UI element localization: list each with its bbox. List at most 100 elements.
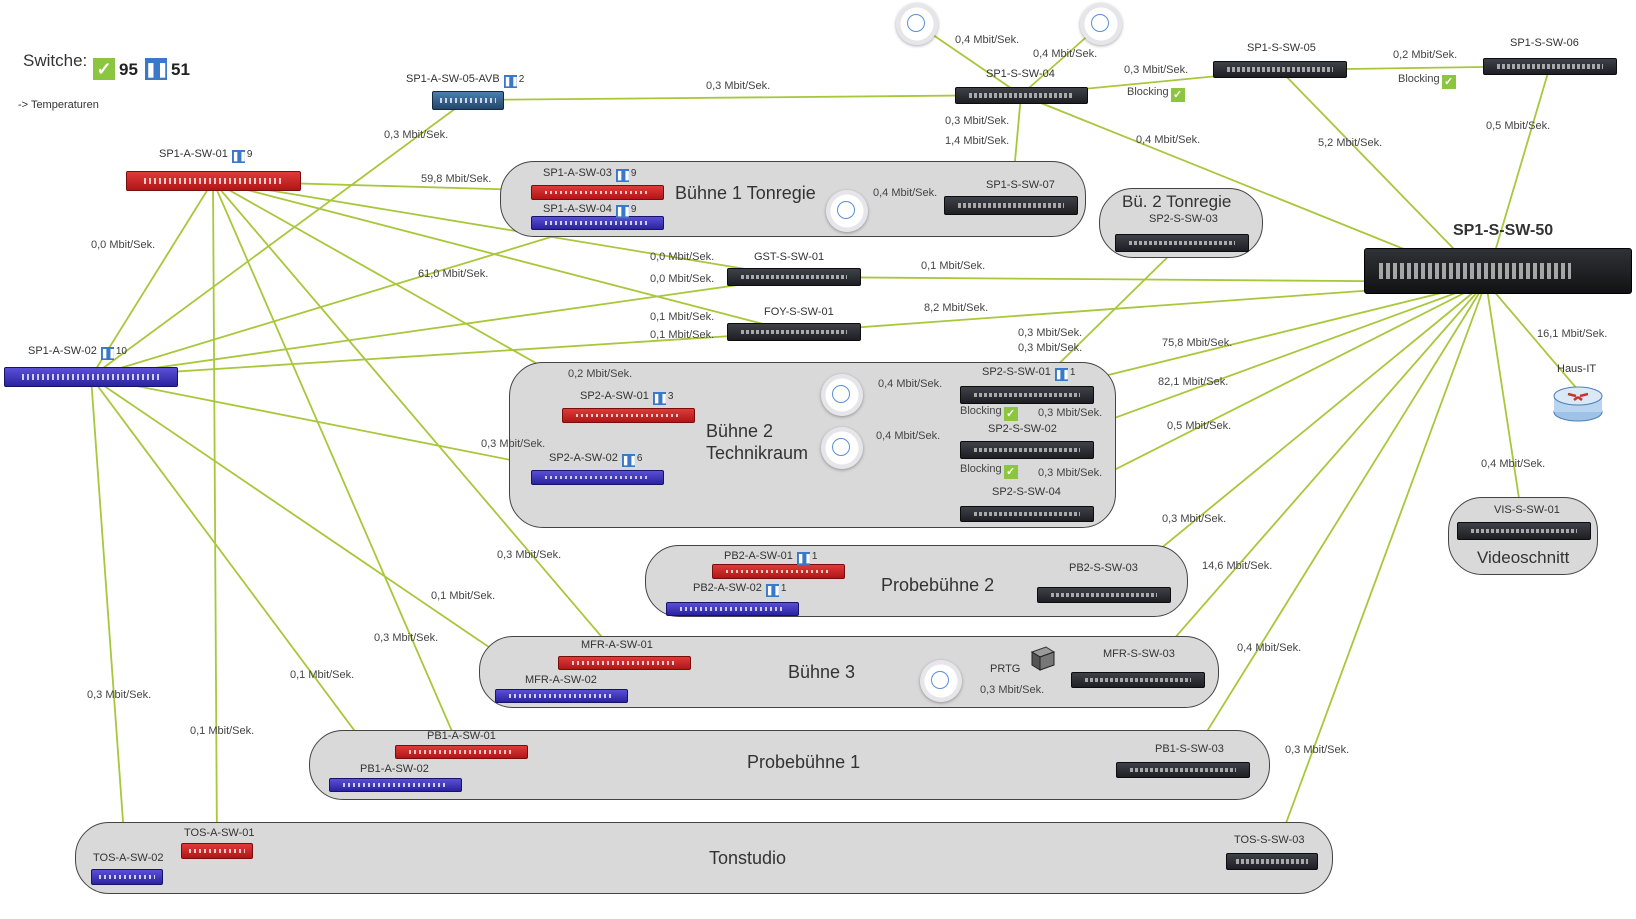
paused-icon: ❚❚ <box>615 169 631 182</box>
network-link[interactable] <box>90 276 795 378</box>
switch-device-icon[interactable] <box>1071 672 1205 688</box>
switch-device-icon[interactable] <box>1116 762 1250 778</box>
network-link[interactable] <box>212 180 625 664</box>
network-link[interactable] <box>1103 281 1487 596</box>
group-title: Bühne 2 Technikraum <box>706 421 809 463</box>
link-speed-label: 0,3 Mbit/Sek. <box>706 80 771 92</box>
device-label: SP2-A-SW-02❚❚6 <box>549 452 643 467</box>
link-speed-label: 0,3 Mbit/Sek. <box>945 115 1010 127</box>
device-label: PRTG <box>990 663 1021 675</box>
network-link[interactable] <box>1137 281 1487 681</box>
device-label: SP1-S-SW-07 <box>986 179 1055 191</box>
link-speed-label: 0,3 Mbit/Sek. <box>384 129 449 141</box>
group-title: Bühne 3 <box>788 662 856 682</box>
access-point-icon[interactable] <box>826 190 868 232</box>
network-link[interactable] <box>1182 281 1487 771</box>
switch-device-icon[interactable] <box>960 386 1094 404</box>
switch-device-icon[interactable] <box>1226 853 1318 870</box>
network-link[interactable] <box>90 331 795 378</box>
device-label: PB2-A-SW-01❚❚1 <box>724 550 818 565</box>
network-link[interactable] <box>1485 281 1525 532</box>
device-label: GST-S-SW-01 <box>754 251 825 263</box>
network-link[interactable] <box>212 180 795 333</box>
network-link[interactable] <box>466 94 1022 101</box>
network-link[interactable] <box>90 376 128 878</box>
temperature-link[interactable]: -> Temperaturen <box>18 99 99 111</box>
switch-device-icon[interactable] <box>126 171 301 191</box>
group-title: Tonstudio <box>709 848 787 868</box>
paused-icon: ❚❚ <box>765 584 781 597</box>
switch-device-icon[interactable] <box>562 408 695 423</box>
status-paused-icon: ❚❚ <box>145 58 168 80</box>
link-speed-label: 75,8 Mbit/Sek. <box>1162 337 1233 349</box>
access-point-icon[interactable] <box>821 427 863 469</box>
link-speed-label: 0,4 Mbit/Sek. <box>873 187 938 199</box>
network-link[interactable] <box>212 180 795 278</box>
access-point-icon[interactable] <box>821 374 863 416</box>
paused-icon: ❚❚ <box>796 552 812 565</box>
switch-device-icon[interactable] <box>944 196 1078 215</box>
switch-device-icon[interactable] <box>1213 61 1347 78</box>
network-link[interactable] <box>90 376 562 697</box>
paused-icon: ❚❚ <box>231 150 247 163</box>
link-speed-label: 0,5 Mbit/Sek. <box>1486 120 1551 132</box>
network-link[interactable] <box>212 180 218 852</box>
paused-icon: ❚❚ <box>503 75 519 88</box>
switch-device-icon[interactable] <box>1457 522 1591 540</box>
server-icon[interactable] <box>1028 644 1056 672</box>
switch-device-icon[interactable] <box>558 656 691 670</box>
switch-device-icon[interactable] <box>727 323 861 341</box>
check-icon: ✓ <box>1003 465 1018 479</box>
switch-device-icon[interactable] <box>495 689 628 703</box>
switch-device-icon[interactable] <box>960 441 1094 459</box>
network-link[interactable] <box>90 222 598 378</box>
switch-device-icon[interactable] <box>1037 587 1171 603</box>
switch-device-icon[interactable] <box>531 216 664 230</box>
group-tonstudio[interactable] <box>75 822 1333 894</box>
group-title: Videoschnitt <box>1477 548 1570 567</box>
link-speed-label: 0,4 Mbit/Sek. <box>878 378 943 390</box>
switch-device-icon[interactable] <box>960 506 1094 522</box>
switch-device-icon[interactable] <box>1483 58 1617 75</box>
device-label: SP1-A-SW-03❚❚9 <box>543 167 637 182</box>
switch-device-icon[interactable] <box>4 367 178 387</box>
network-link[interactable] <box>90 376 396 786</box>
switch-device-icon[interactable] <box>329 778 462 792</box>
link-speed-label: 0,0 Mbit/Sek. <box>91 239 156 251</box>
switch-device-icon[interactable] <box>181 843 253 859</box>
network-link[interactable] <box>1271 281 1487 862</box>
group-probebuehne1[interactable] <box>309 730 1270 800</box>
switch-device-icon[interactable] <box>432 91 504 110</box>
link-speed-label: 0,4 Mbit/Sek. <box>1237 642 1302 654</box>
link-speed-label: 0,4 Mbit/Sek. <box>1481 458 1546 470</box>
device-label: SP2-S-SW-04 <box>992 486 1061 498</box>
network-link[interactable] <box>1279 69 1487 283</box>
switch-device-icon[interactable] <box>1115 234 1249 252</box>
device-label: SP1-A-SW-02❚❚10 <box>28 345 127 360</box>
network-link[interactable] <box>1485 281 1579 391</box>
switch-device-icon[interactable] <box>666 602 799 616</box>
switch-device-icon[interactable] <box>91 869 163 885</box>
paused-icon: ❚❚ <box>621 454 637 467</box>
switch-device-icon[interactable] <box>531 470 664 485</box>
network-link[interactable] <box>1485 65 1551 283</box>
device-label: PB1-A-SW-02 <box>360 763 429 775</box>
access-point-icon[interactable] <box>920 660 962 702</box>
access-point-icon[interactable] <box>896 3 938 45</box>
switch-device-icon[interactable] <box>727 268 861 286</box>
access-point-icon[interactable] <box>1080 3 1122 45</box>
switch-device-icon[interactable] <box>531 185 664 200</box>
core-switch-icon[interactable] <box>1364 248 1632 294</box>
check-icon: ✓ <box>1003 407 1018 421</box>
device-label: TOS-A-SW-02 <box>93 852 164 864</box>
network-link[interactable] <box>212 180 462 753</box>
switch-device-icon[interactable] <box>395 745 528 759</box>
link-speed-label: 0,1 Mbit/Sek. <box>190 725 255 737</box>
device-label: SP1-A-SW-01❚❚9 <box>159 148 253 163</box>
switch-device-icon[interactable] <box>955 87 1088 104</box>
router-icon[interactable] <box>1552 384 1604 422</box>
core-switch-label: SP1-S-SW-50 <box>1453 222 1554 239</box>
network-link[interactable] <box>90 180 214 378</box>
switch-device-icon[interactable] <box>712 564 845 579</box>
network-link[interactable] <box>90 99 468 378</box>
